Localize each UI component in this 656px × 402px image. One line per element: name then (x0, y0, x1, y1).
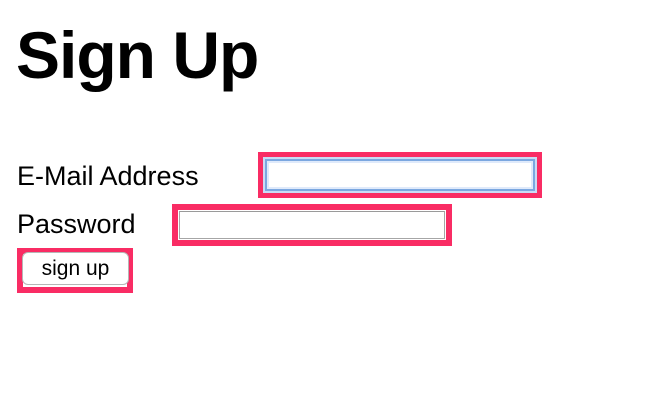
email-input[interactable] (265, 159, 535, 191)
password-field-label: Password (17, 209, 136, 239)
password-input[interactable] (179, 211, 445, 239)
email-field-highlight-box (258, 152, 542, 198)
sign-up-button[interactable]: sign up (22, 252, 129, 285)
password-field-highlight-box (172, 204, 452, 246)
email-field-label: E-Mail Address (17, 161, 199, 191)
page-title: Sign Up (16, 18, 259, 92)
submit-button-highlight-box (17, 248, 133, 293)
